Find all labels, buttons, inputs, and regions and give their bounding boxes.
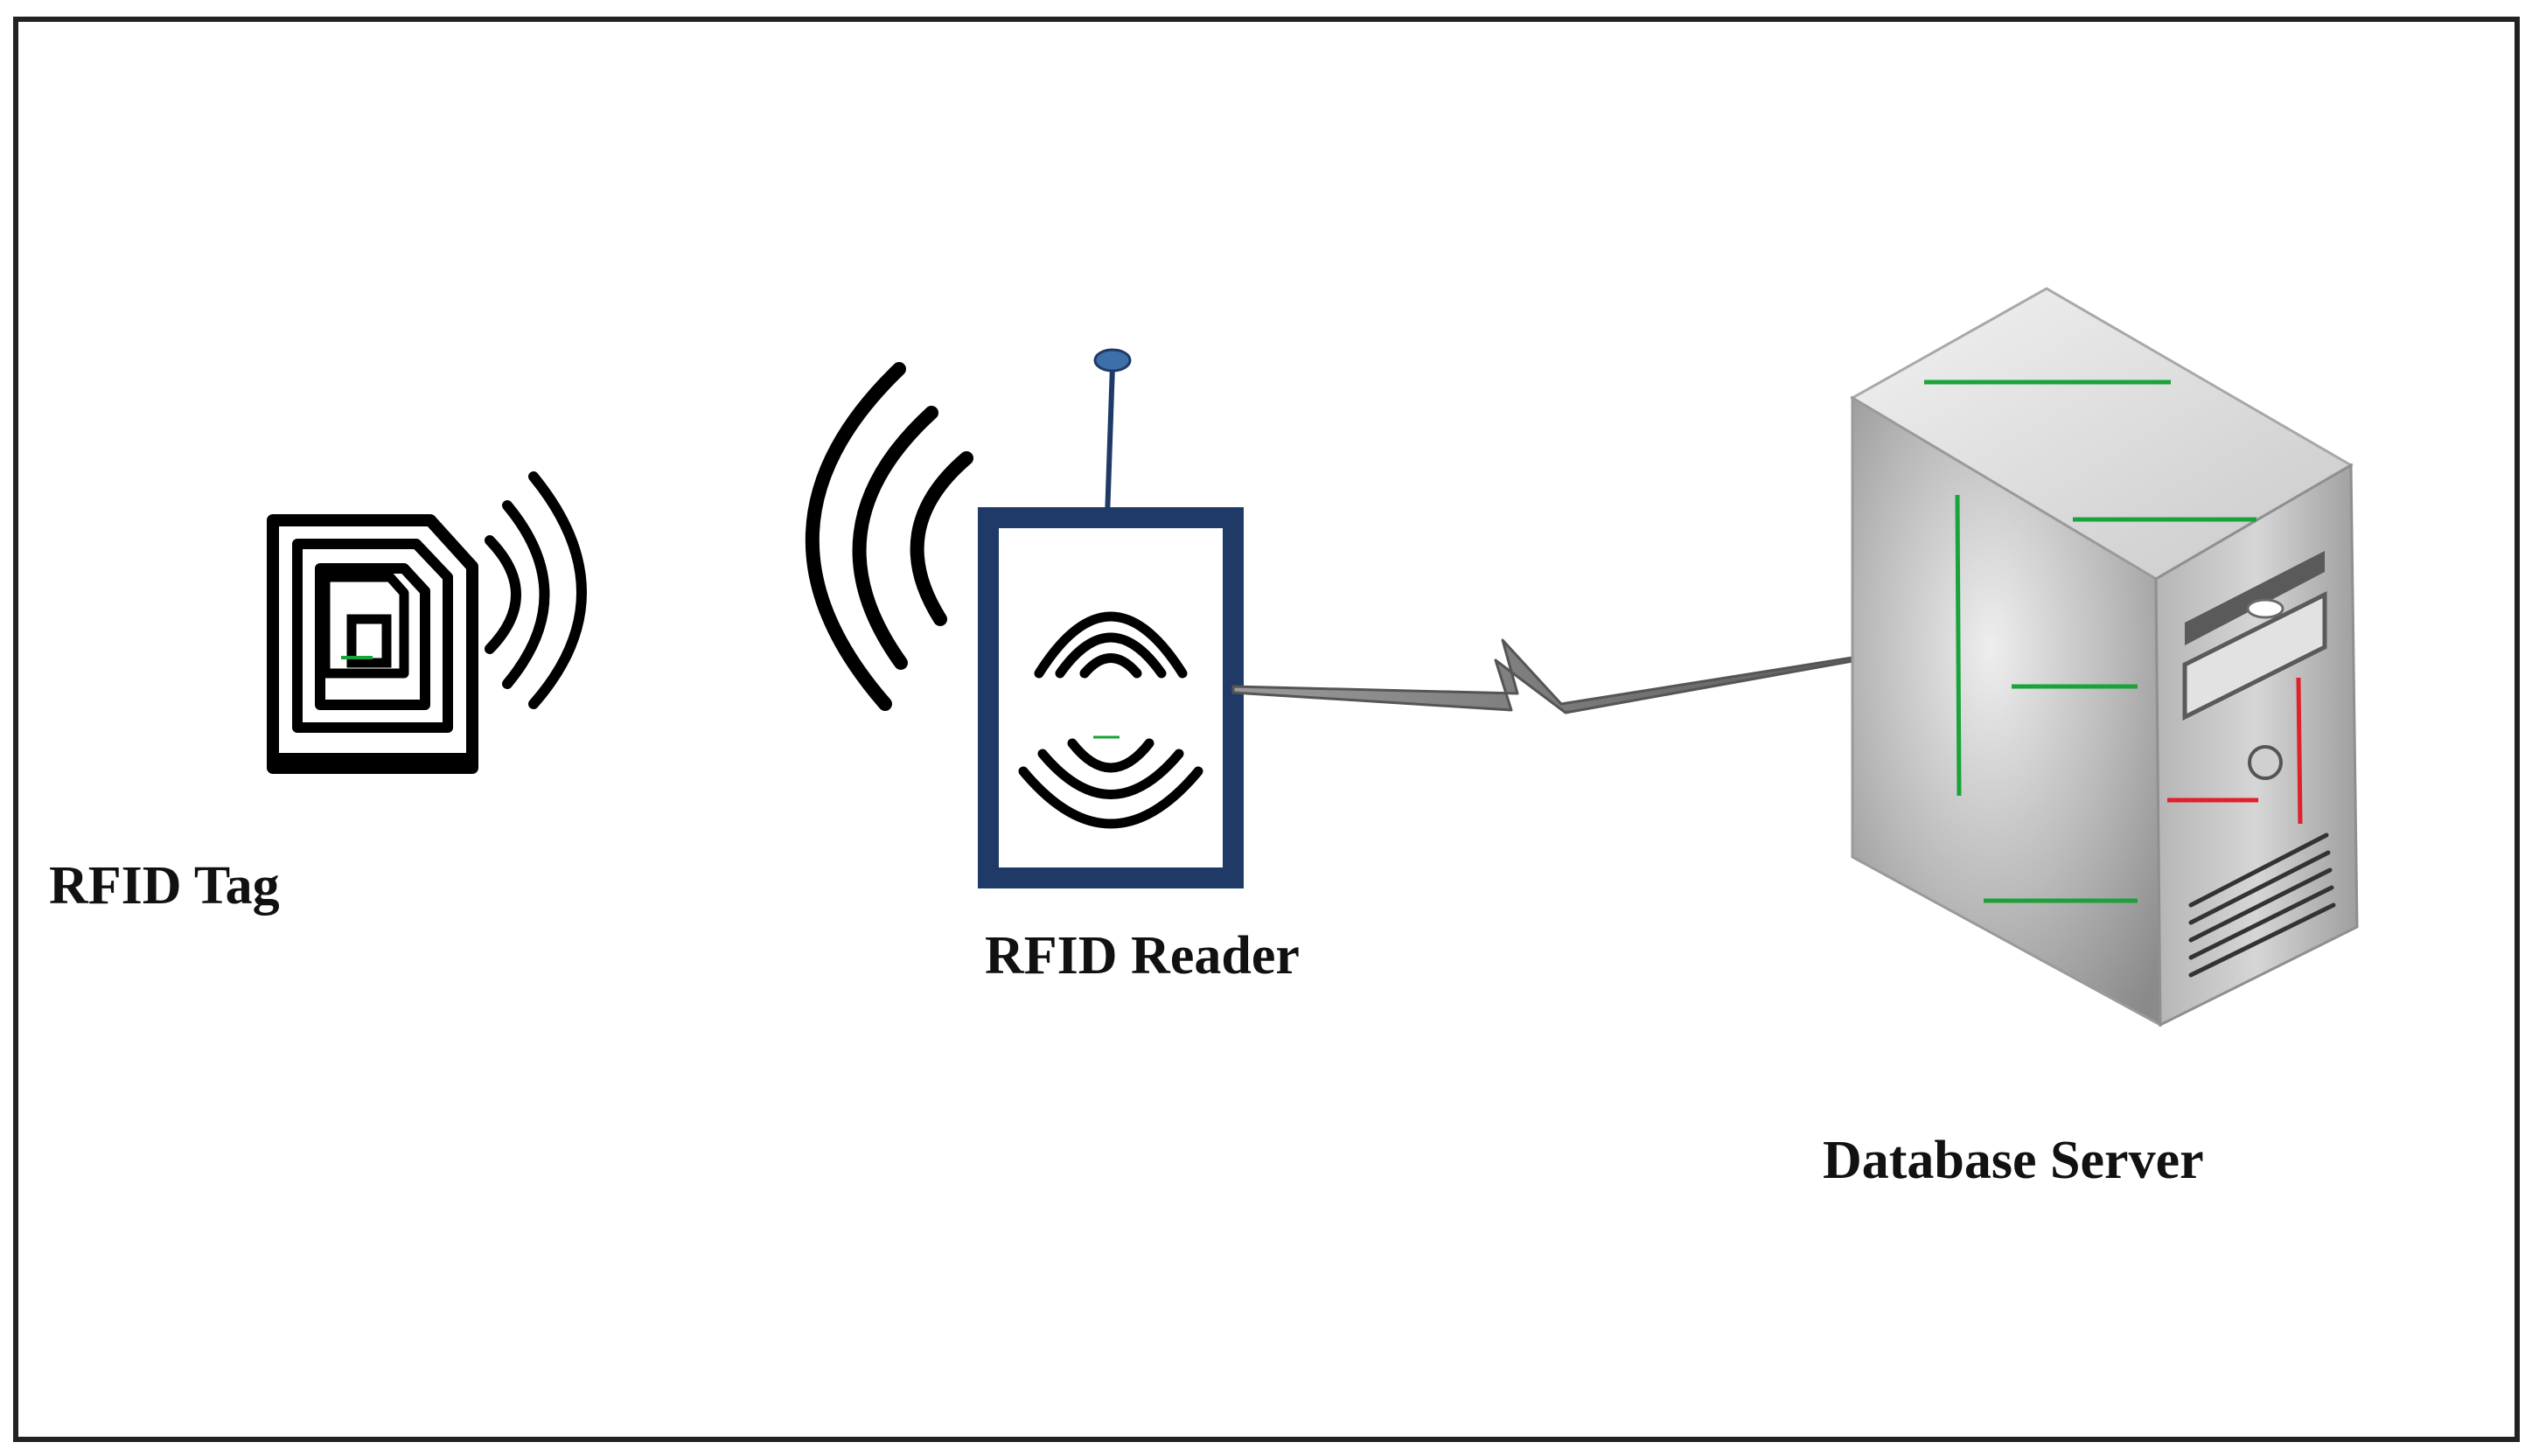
database-server-label: Database Server [1823, 1131, 2204, 1190]
rfid-tag-icon [267, 514, 478, 774]
rfid-reader-label: RFID Reader [985, 926, 1300, 986]
tag-signal-waves-icon [485, 471, 587, 709]
reader-broadcast-waves-icon [806, 362, 973, 711]
rfid-tag-label: RFID Tag [49, 856, 280, 916]
server-tower-icon [1850, 287, 2359, 1028]
rfid-reader-icon [978, 348, 1244, 888]
